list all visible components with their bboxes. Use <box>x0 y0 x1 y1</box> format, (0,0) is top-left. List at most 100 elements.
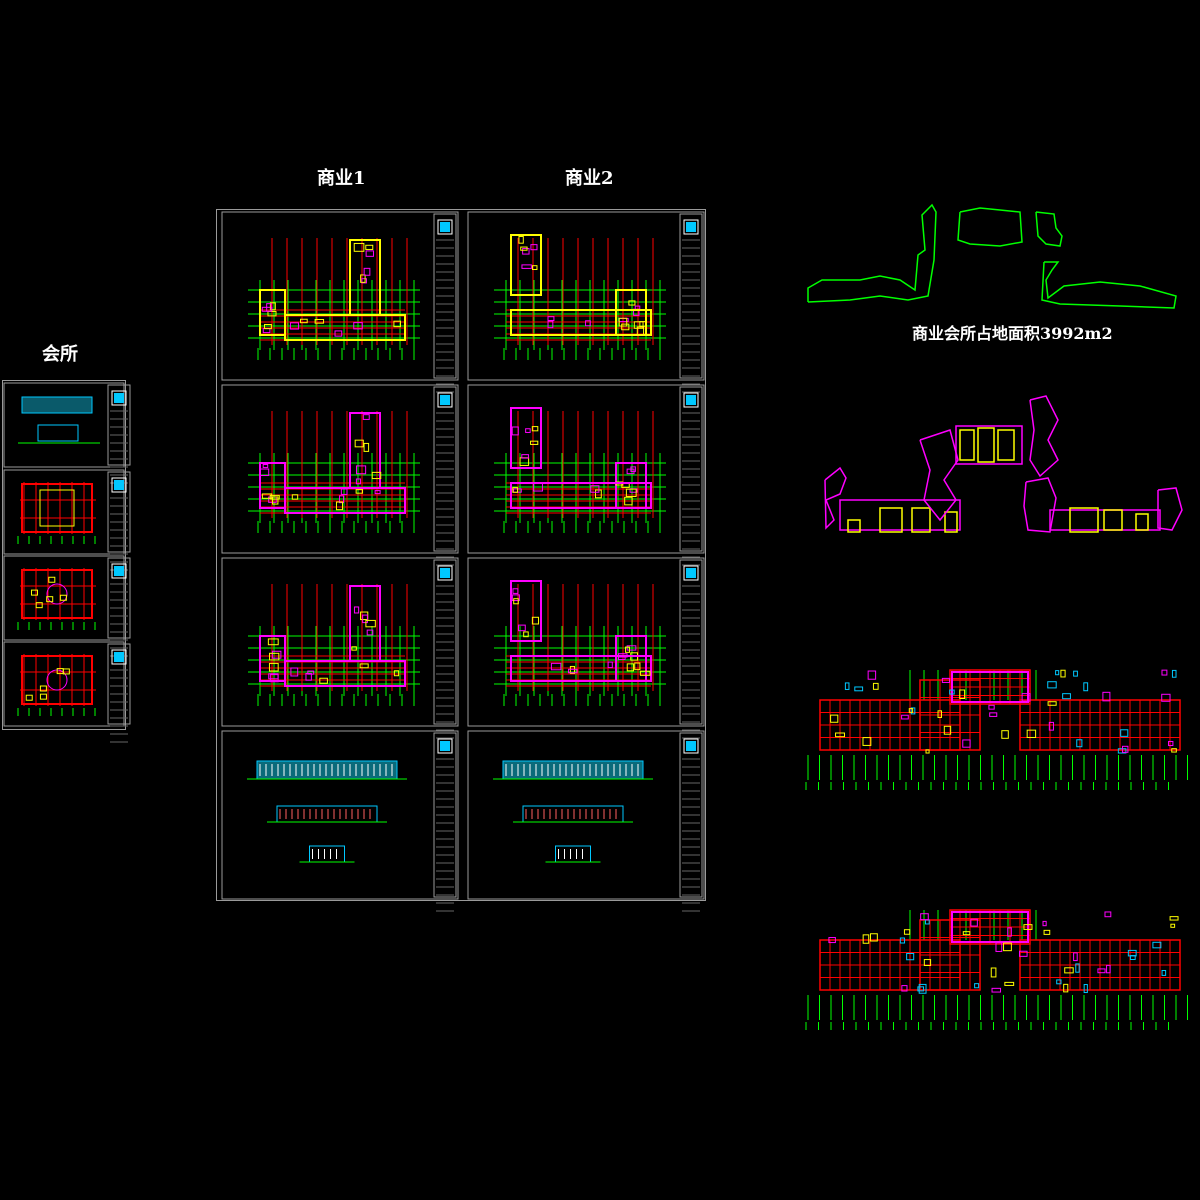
roof-left-yellow <box>944 511 958 533</box>
roof-right-bar <box>1049 509 1161 531</box>
commercial-2-sheet-2-room <box>510 407 542 469</box>
clubhouse-sheet-1-title-logo <box>111 390 127 406</box>
commercial-1-sheet-3-fixture <box>353 606 360 614</box>
composite-plan-1-fixture <box>854 686 864 692</box>
commercial-2-sheet-4-title-logo-fill <box>686 741 696 751</box>
commercial-1-sheet-1-fixture <box>365 250 374 257</box>
clubhouse-sheet-4-fixture <box>39 693 47 700</box>
composite-plan-2-fixture <box>1152 941 1162 949</box>
roof-center-yellow <box>997 429 1015 461</box>
clubhouse-sheet-1 <box>3 382 125 468</box>
commercial-1-sheet-3-fixture <box>269 652 280 661</box>
commercial-1-sheet-3-title-block <box>433 559 457 725</box>
composite-plan-1-fixture <box>959 689 966 700</box>
commercial-1-sheet-1-fixture <box>365 244 374 250</box>
commercial-1-sheet-1-fixture <box>353 322 363 330</box>
composite-plan-1-fixture <box>943 725 952 735</box>
composite-plan-2-fixture <box>1043 929 1051 935</box>
composite-plan-1-fixture <box>937 710 942 718</box>
clubhouse-sheet-3-rotunda <box>46 583 68 605</box>
commercial-2-sheet-3-fixture <box>607 661 613 669</box>
commercial-2-sheet-2-fixture <box>625 488 637 498</box>
composite-plan-1-fixture <box>1076 739 1083 748</box>
composite-plan-1-fixture <box>962 739 971 748</box>
commercial-1-sheet-2-fixture <box>262 463 269 469</box>
composite-plan-1-fixture <box>1026 729 1037 738</box>
composite-plan-1-fixture <box>830 714 839 723</box>
commercial-1-sheet-1-title-logo <box>437 219 453 235</box>
commercial-2-sheet-3-fixture <box>512 588 519 594</box>
commercial-1-sheet-2 <box>221 384 459 554</box>
composite-plan-2-fixture <box>903 929 911 935</box>
commercial-1-sheet-2-fixture <box>340 488 348 495</box>
roof-center-yellow <box>977 427 995 463</box>
commercial-1-sheet-3-fixture <box>351 646 357 651</box>
composite-plan-1-fixture <box>1171 669 1177 678</box>
clubhouse-sheet-3-fixture <box>48 576 56 583</box>
composite-plan-1-fixture <box>1161 693 1171 702</box>
commercial-1-sheet-2-fixture <box>272 496 279 505</box>
composite-plan-1-fixture <box>1122 745 1129 753</box>
composite-plan-2-fixture <box>920 913 929 921</box>
commercial-1-sheet-3-fixture <box>359 663 369 669</box>
clubhouse-sheet-1-title-block <box>107 384 131 466</box>
commercial-2-sheet-3-fixture <box>531 616 540 625</box>
commercial-1-sheet-3-fixture <box>268 662 279 672</box>
roof-left-yellow <box>911 507 931 533</box>
commercial-2-sheet-2-fixture <box>512 487 519 493</box>
clubhouse-sheet-4-title-block <box>107 643 131 725</box>
clubhouse-sheet-4-fixture <box>25 694 33 701</box>
commercial-1-sheet-1-fixture <box>266 303 272 312</box>
commercial-2-sheet-1-title-block <box>679 213 703 379</box>
commercial-1-sheet-1-fixture <box>300 318 308 324</box>
composite-plan-2-fixture <box>901 985 908 992</box>
composite-plan-2-fixture <box>1075 963 1080 973</box>
commercial-2-sheet-1-room <box>510 234 542 296</box>
clubhouse-sheet-2-title-logo <box>111 477 127 493</box>
clubhouse-sheet-2-title-block <box>107 471 131 553</box>
clubhouse-sheet-group <box>2 380 126 730</box>
composite-plan-2-fixture <box>1170 923 1176 928</box>
commercial-2-sheet-1-fixture <box>520 246 528 251</box>
composite-plan-2-fixture <box>1169 916 1179 921</box>
composite-plan-1-fixture <box>941 677 951 683</box>
composite-plan-1-fixture <box>989 712 998 717</box>
commercial-2-sheet-2-fixture <box>532 482 543 492</box>
composite-plan-1-center-room <box>951 671 1029 703</box>
composite-plan-2-fixture <box>1023 924 1033 930</box>
site-outline-left <box>807 203 937 303</box>
composite-plan-1-fixture <box>988 704 995 710</box>
commercial-2-sheet-1-fixture <box>639 321 647 327</box>
composite-plan-2-fixture <box>1003 942 1012 952</box>
composite-plan-1-fixture <box>925 749 930 754</box>
commercial-2-sheet-2-fixture <box>519 457 530 466</box>
composite-plan-1-fixture <box>1055 670 1060 676</box>
commercial-1-sheet-2-room <box>259 462 286 509</box>
commercial-2-sheet-3-fixture <box>626 645 637 651</box>
composite-plan-2-fixture <box>962 931 971 936</box>
commercial-1-sheet-3-fixture <box>305 672 312 681</box>
commercial-2-sheet-3-fixture <box>639 670 651 676</box>
site-outline-center <box>957 207 1023 247</box>
roof-left-yellow <box>847 519 861 533</box>
commercial-2-sheet-3-fixture <box>517 624 526 632</box>
composite-plan-2-fixture <box>1056 979 1062 985</box>
commercial-1-sheet-2-fixture <box>269 494 280 500</box>
composite-plan-2-fixture <box>1127 949 1137 957</box>
clubhouse-sheet-1-section <box>37 424 79 442</box>
commercial-2-sheet-1-title-logo <box>683 219 699 235</box>
commercial-1-sheet-1-fixture <box>314 318 325 324</box>
commercial-2-sheet-1-fixture <box>530 244 538 251</box>
commercial-1-sheet-3-fixture <box>271 650 282 659</box>
composite-plan-2-fixture <box>1083 984 1088 994</box>
composite-plan-1-fixture <box>862 737 872 746</box>
composite-plan-1-fixture <box>908 708 914 713</box>
commercial-1-sheet-1-fixture <box>267 310 277 317</box>
commercial-1-sheet-2-fixture <box>355 465 367 475</box>
composite-plan-2-fixture <box>1161 969 1167 976</box>
commercial-1-sheet-3-fixture <box>366 629 374 636</box>
composite-plan-2-fixture <box>970 918 978 927</box>
commercial-1-sheet-1-title-logo-fill <box>440 222 450 232</box>
commercial-1-sheet-4-facade <box>309 845 345 863</box>
